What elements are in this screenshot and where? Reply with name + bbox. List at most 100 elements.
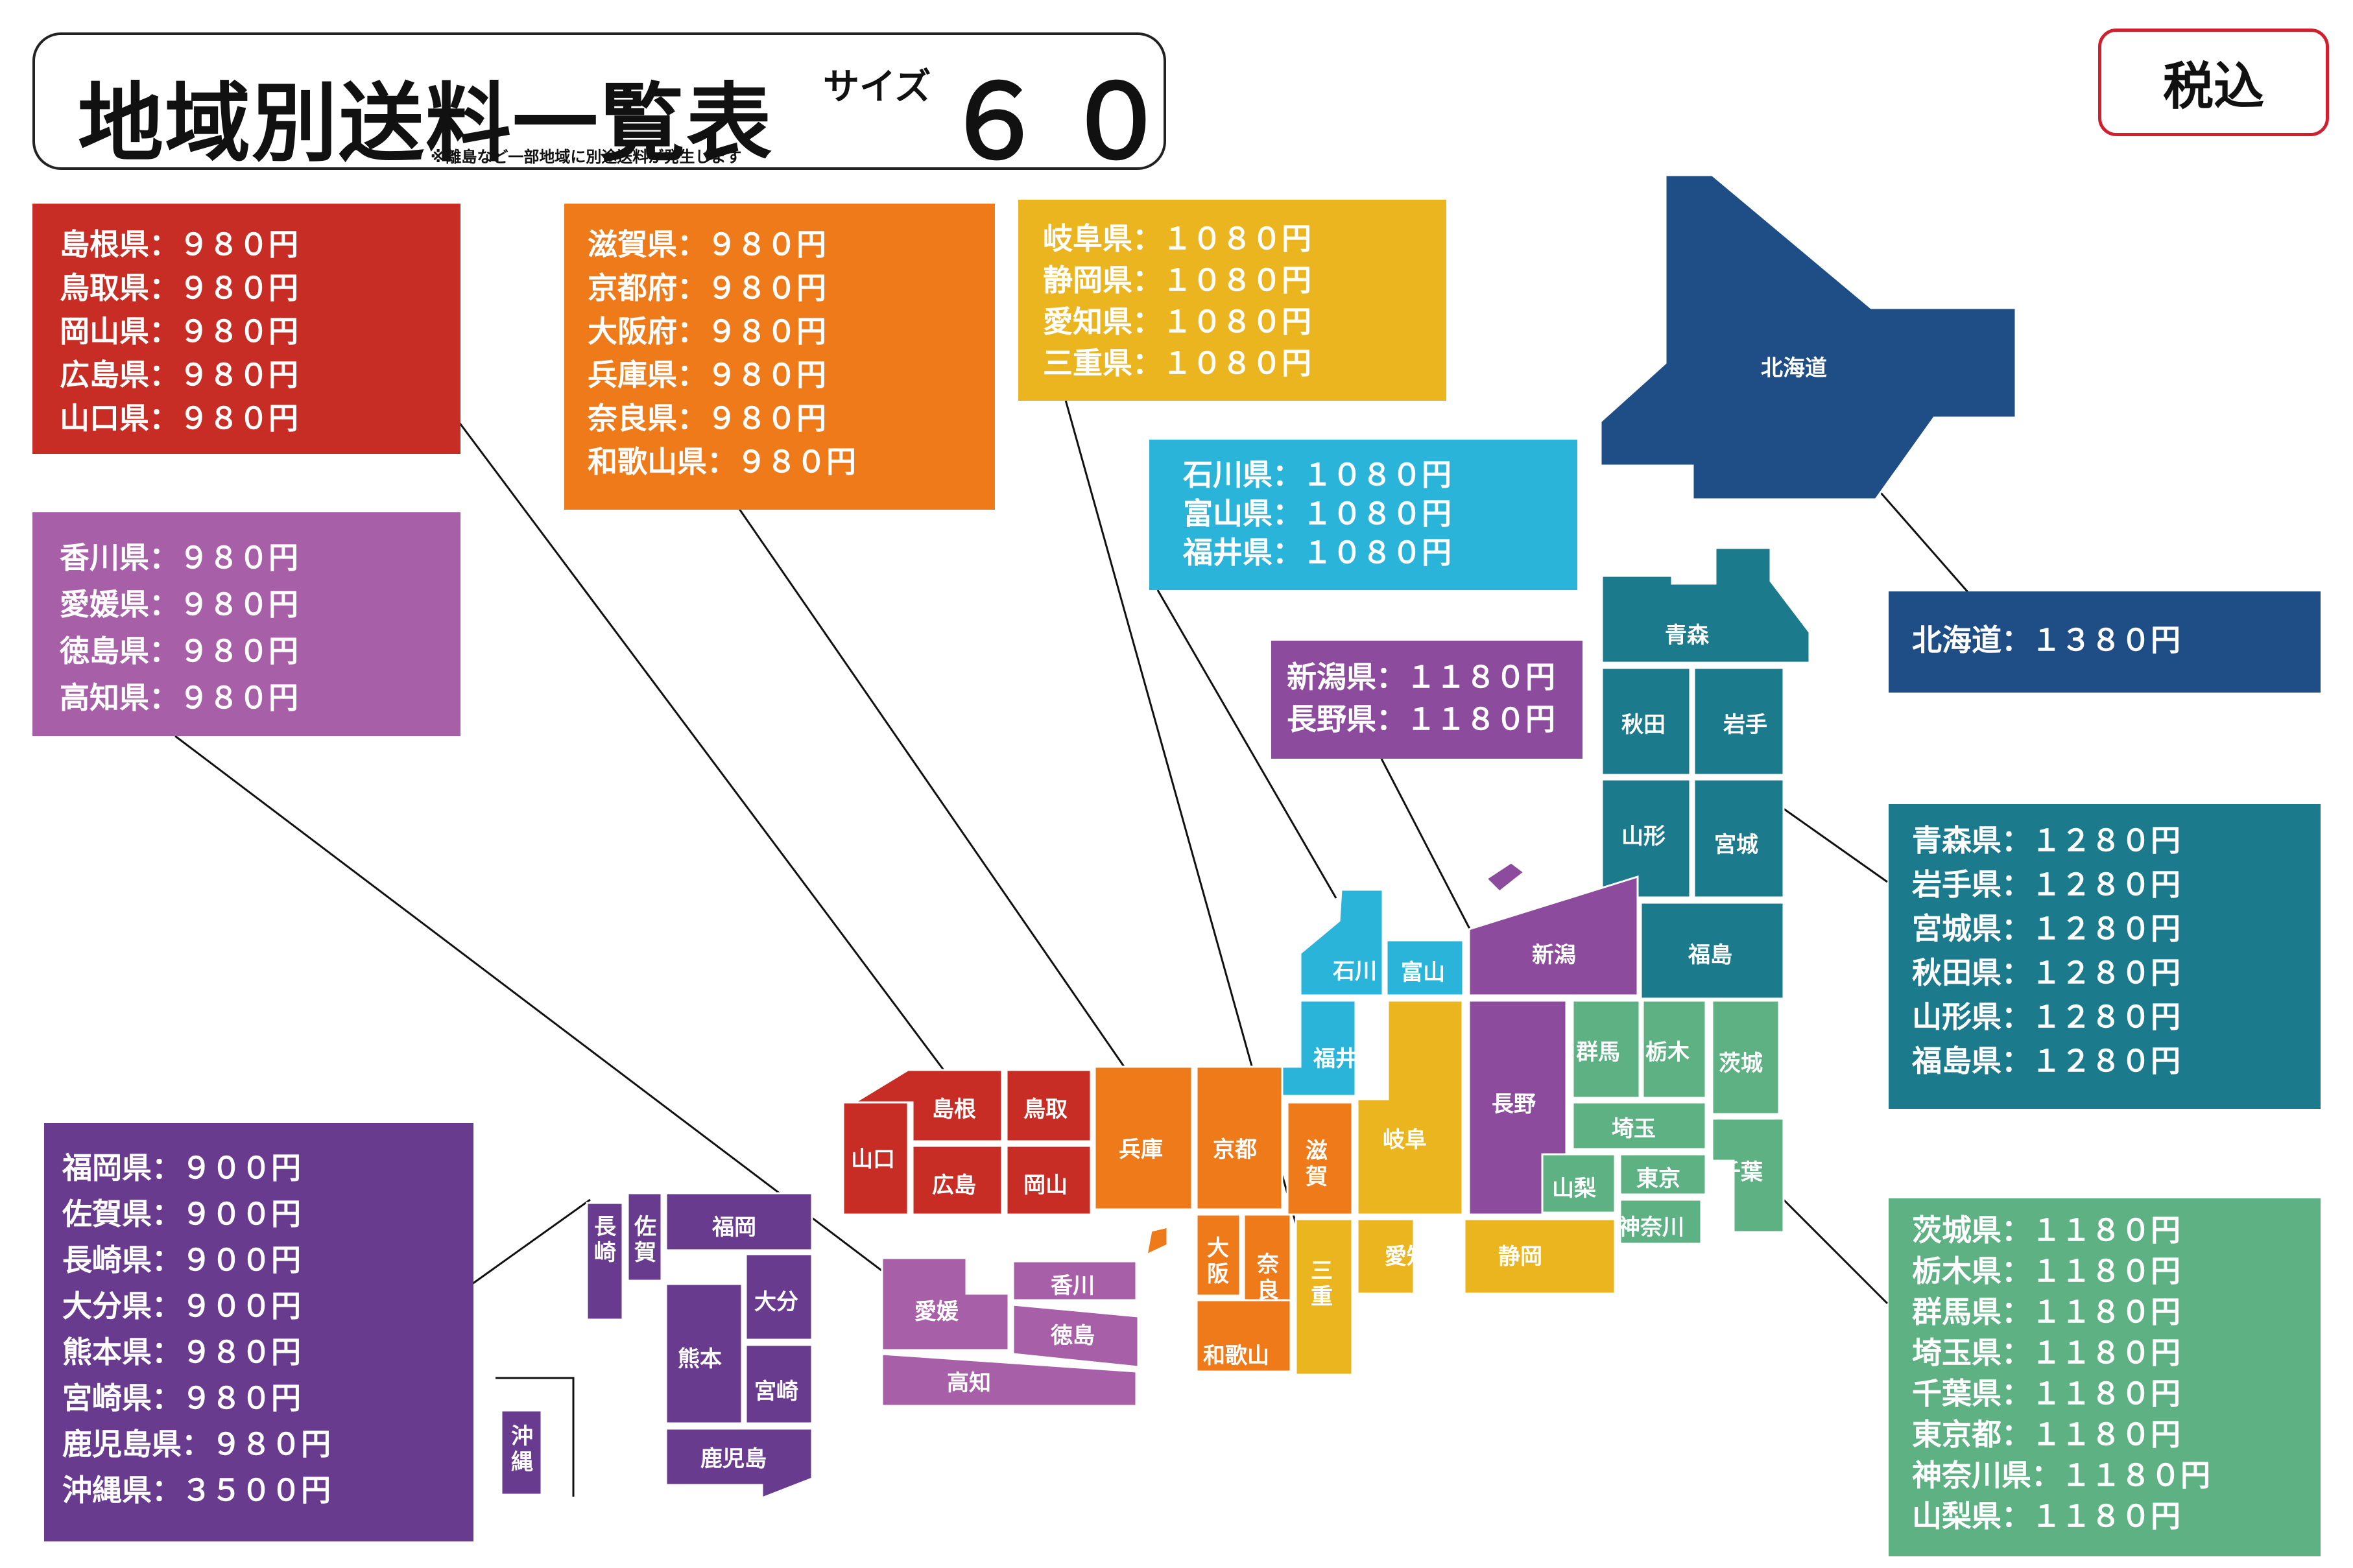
- price-line: 神奈川県：１１８０円: [1912, 1458, 2210, 1493]
- label-niigata: 新潟: [1532, 942, 1576, 968]
- price-box-hokkaido: 北海道：１３８０円: [1889, 591, 2321, 693]
- price-line: 石川県：１０８０円: [1183, 457, 1451, 492]
- miyazaki-shape: [745, 1344, 813, 1425]
- label-gunma: 群馬: [1576, 1039, 1620, 1065]
- hyogo-shape: [1093, 1065, 1193, 1211]
- label-tottori: 鳥取: [1023, 1097, 1068, 1123]
- label-chiba: 千葉: [1719, 1159, 1763, 1185]
- size-value: ６０: [943, 63, 1187, 182]
- price-line: 新潟県：１１８０円: [1287, 659, 1555, 695]
- price-line: 岡山県：９８０円: [60, 314, 298, 349]
- awaji-shape: [1145, 1226, 1169, 1257]
- label-kagawa: 香川: [1051, 1273, 1095, 1299]
- price-box-kyushu: 福岡県：９００円佐賀県：９００円長崎県：９００円大分県：９００円熊本県：９８０円…: [44, 1123, 473, 1541]
- label-yamaguchi: 山口: [851, 1146, 895, 1172]
- label-aomori: 青森: [1665, 623, 1709, 648]
- label-saga: 佐賀: [634, 1214, 656, 1266]
- size-label: サイズ: [823, 66, 931, 108]
- label-fukuoka: 福岡: [712, 1215, 756, 1241]
- oita-shape: [745, 1253, 813, 1341]
- price-line: 福岡県：９００円: [62, 1150, 301, 1185]
- kyoto-shape: [1195, 1065, 1284, 1211]
- price-line: 滋賀県：９８０円: [588, 227, 826, 262]
- mie-shape: [1295, 1218, 1354, 1376]
- price-box-kinki: 滋賀県：９８０円京都府：９８０円大阪府：９８０円兵庫県：９８０円奈良県：９８０円…: [564, 204, 995, 510]
- price-line: 秋田県：１２８０円: [1912, 955, 2180, 990]
- nagasaki-shape: [586, 1202, 624, 1321]
- price-line: 青森県：１２８０円: [1912, 823, 2180, 858]
- price-line: 栃木県：１１８０円: [1912, 1253, 2180, 1289]
- tokyo-shape: [1619, 1153, 1707, 1196]
- label-saitama: 埼玉: [1612, 1116, 1656, 1142]
- ibaraki-shape: [1711, 999, 1780, 1115]
- label-ishikawa: 石川: [1333, 958, 1377, 984]
- ehime-shape: [881, 1257, 1010, 1351]
- price-box-kanto: 茨城県：１１８０円栃木県：１１８０円群馬県：１１８０円埼玉県：１１８０円千葉県：…: [1889, 1198, 2321, 1556]
- miyagi-shape: [1693, 778, 1785, 899]
- label-miyazaki: 宮崎: [754, 1379, 798, 1405]
- label-toyama: 富山: [1401, 960, 1445, 986]
- kagawa-shape: [1012, 1260, 1138, 1301]
- price-line: 愛媛県：９８０円: [60, 587, 298, 622]
- shimane-shape: [851, 1069, 1003, 1143]
- label-yamanashi: 山梨: [1552, 1176, 1596, 1202]
- price-box-hokuriku: 石川県：１０８０円富山県：１０８０円福井県：１０８０円: [1149, 440, 1577, 590]
- ishikawa-shape: [1299, 888, 1384, 997]
- price-line: 広島県：９８０円: [60, 357, 298, 392]
- label-ibaraki: 茨城: [1719, 1051, 1763, 1076]
- price-box-tohoku: 青森県：１２８０円岩手県：１２８０円宮城県：１２８０円秋田県：１２８０円山形県：…: [1889, 804, 2321, 1109]
- label-tochigi: 栃木: [1645, 1039, 1690, 1065]
- price-line: 宮崎県：９８０円: [62, 1381, 301, 1416]
- label-kagoshima: 鹿児島: [700, 1446, 767, 1472]
- price-line: 兵庫県：９８０円: [588, 357, 826, 392]
- price-line: 大阪府：９８０円: [588, 314, 826, 349]
- label-kumamoto: 熊本: [678, 1346, 722, 1372]
- label-oita: 大分: [754, 1289, 798, 1315]
- price-line: 埼玉県：１１８０円: [1912, 1335, 2180, 1370]
- price-line: 島根県：９８０円: [60, 227, 298, 262]
- label-okayama: 岡山: [1023, 1172, 1068, 1198]
- label-tokushima: 徳島: [1051, 1323, 1095, 1349]
- fukushima-shape: [1640, 901, 1785, 1000]
- chiba-shape: [1711, 1117, 1785, 1233]
- price-line: 佐賀県：９００円: [62, 1196, 301, 1231]
- price-line: 福島県：１２８０円: [1912, 1043, 2180, 1078]
- price-line: 山口県：９８０円: [60, 401, 298, 436]
- price-line: 香川県：９８０円: [60, 540, 298, 575]
- label-fukui: 福井: [1313, 1046, 1357, 1072]
- price-line: 熊本県：９８０円: [62, 1335, 301, 1370]
- price-line: 大分県：９００円: [62, 1289, 301, 1324]
- label-okinawa: 沖縄: [511, 1423, 533, 1475]
- label-wakayama: 和歌山: [1203, 1343, 1269, 1369]
- label-shimane: 島根: [932, 1097, 976, 1123]
- price-box-chugoku: 島根県：９８０円鳥取県：９８０円岡山県：９８０円広島県：９８０円山口県：９８０円: [32, 204, 460, 454]
- shizuoka-shape: [1463, 1218, 1616, 1295]
- label-tokyo: 東京: [1636, 1166, 1680, 1192]
- tottori-shape: [1005, 1069, 1092, 1143]
- label-ehime: 愛媛: [914, 1299, 959, 1325]
- price-line: 静岡県：１０８０円: [1043, 263, 1311, 298]
- price-line: 沖縄県：３５００円: [62, 1473, 331, 1508]
- yamagata-shape: [1601, 778, 1691, 899]
- gunma-shape: [1571, 999, 1641, 1099]
- label-akita: 秋田: [1621, 712, 1666, 738]
- akita-shape: [1601, 667, 1691, 776]
- label-nagasaki: 長崎: [594, 1214, 616, 1266]
- label-yamagata: 山形: [1621, 824, 1666, 849]
- kochi-shape: [881, 1353, 1138, 1407]
- price-line: 奈良県：９８０円: [588, 401, 826, 436]
- price-line: 富山県：１０８０円: [1183, 496, 1451, 531]
- price-line: 高知県：９８０円: [60, 680, 298, 715]
- label-hiroshima: 広島: [932, 1172, 976, 1198]
- okinawa-shape: [500, 1409, 543, 1496]
- label-kanagawa: 神奈川: [1618, 1215, 1684, 1241]
- price-line: 千葉県：１１８０円: [1912, 1376, 2180, 1411]
- toyama-shape: [1385, 939, 1464, 997]
- price-line: 岩手県：１２８０円: [1912, 867, 2180, 902]
- price-line: 鹿児島県：９８０円: [62, 1427, 331, 1462]
- okayama-shape: [1005, 1145, 1092, 1216]
- price-line: 茨城県：１１８０円: [1912, 1213, 2180, 1248]
- price-line: 山梨県：１１８０円: [1912, 1499, 2180, 1534]
- aichi-shape: [1356, 1218, 1415, 1295]
